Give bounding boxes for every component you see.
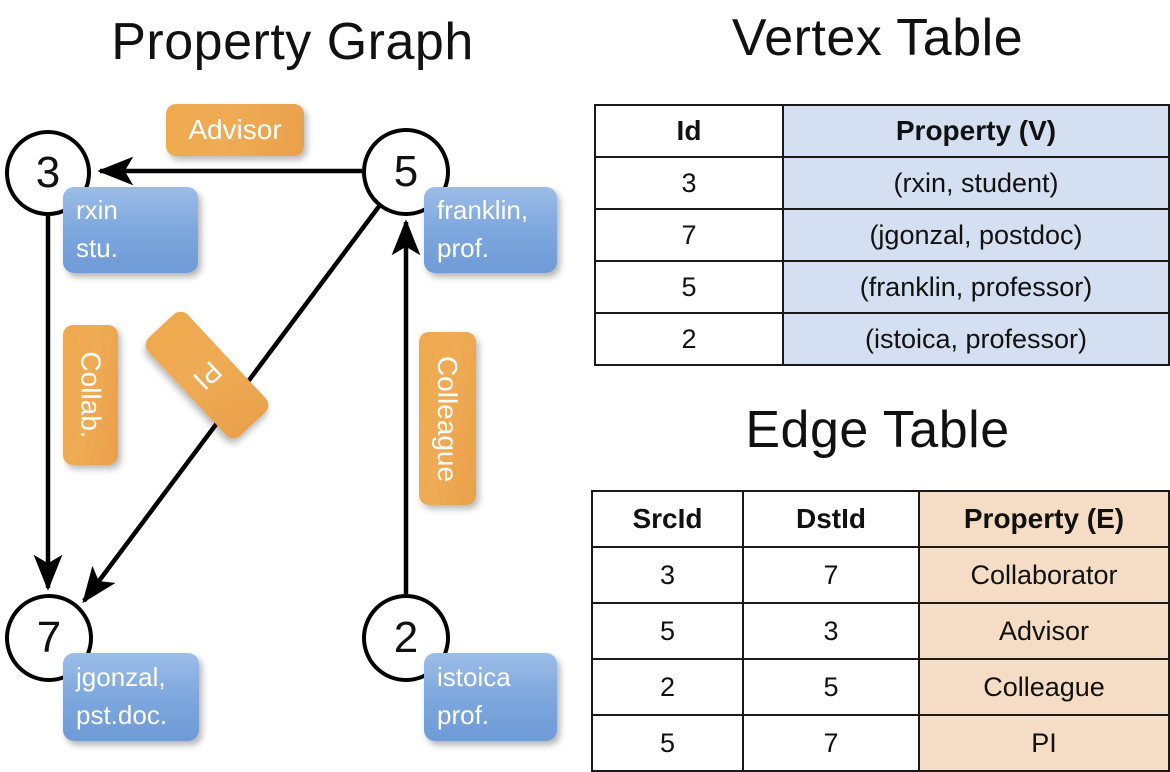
edge-table-header-property: Property (E) <box>918 490 1170 548</box>
edge-table-cell-property: Advisor <box>918 602 1170 660</box>
graph-edge-label-advisor: Advisor <box>166 104 304 156</box>
graph-node-7-property-line2: pst.doc. <box>76 700 168 730</box>
edge-table: SrcId DstId Property (E) 3 7 Collaborato… <box>591 490 1170 772</box>
property-graph-diagram: 3 5 7 2 rxin stu. franklin, prof. jgonza… <box>0 0 585 760</box>
edge-table-header-dstid: DstId <box>742 490 920 548</box>
edge-table-cell-dstid: 7 <box>742 714 920 772</box>
graph-node-2-label: 2 <box>393 613 419 662</box>
vertex-table-cell-id: 5 <box>594 260 784 314</box>
graph-node-5[interactable]: 5 <box>362 128 450 216</box>
edge-table-cell-srcid: 5 <box>591 602 744 660</box>
graph-node-3-property-line1: rxin <box>76 195 118 226</box>
vertex-table-cell-id: 7 <box>594 208 784 262</box>
edge-table-cell-dstid: 5 <box>742 658 920 716</box>
edge-table-header-srcid: SrcId <box>591 490 744 548</box>
graph-node-5-property-line1: franklin, <box>437 195 529 226</box>
graph-edge-label-collab: Collab. <box>63 325 118 465</box>
page-title-property-graph: Property Graph <box>111 13 474 71</box>
page-title-vertex-table: Vertex Table <box>731 9 1024 67</box>
graph-node-3-property-line2: stu. <box>76 233 118 263</box>
edge-table-cell-srcid: 3 <box>591 546 744 604</box>
vertex-table: Id Property (V) 3 (rxin, student) 7 (jgo… <box>594 104 1170 366</box>
graph-node-5-label: 5 <box>393 147 419 196</box>
edge-table-cell-srcid: 2 <box>591 658 744 716</box>
edge-table-cell-dstid: 3 <box>742 602 920 660</box>
vertex-table-header-property: Property (V) <box>782 104 1170 158</box>
graph-edge-label-pi-text: PI <box>187 355 228 396</box>
graph-node-5-property-box: franklin, prof. <box>424 187 557 273</box>
graph-node-5-property-line2: prof. <box>437 233 490 263</box>
graph-node-2-property-line1: istoica <box>437 662 511 693</box>
edge-table-cell-property: PI <box>918 714 1170 772</box>
table-row: 5 (franklin, professor) <box>594 260 1170 314</box>
edge-table-cell-property: Colleague <box>918 658 1170 716</box>
graph-node-2-property-line2: prof. <box>437 700 490 730</box>
graph-node-2-property-box: istoica prof. <box>424 653 557 741</box>
vertex-table-cell-property: (jgonzal, postdoc) <box>782 208 1170 262</box>
graph-edge-label-collab-text: Collab. <box>75 351 107 439</box>
graph-edge-label-advisor-text: Advisor <box>188 114 282 145</box>
edge-table-cell-property: Collaborator <box>918 546 1170 604</box>
vertex-table-cell-property: (istoica, professor) <box>782 312 1170 366</box>
table-row: 7 (jgonzal, postdoc) <box>594 208 1170 262</box>
vertex-table-header-id: Id <box>594 104 784 158</box>
graph-edge-label-colleague-text: Colleague <box>432 355 464 482</box>
graph-edge-label-colleague: Colleague <box>419 332 476 505</box>
edge-table-cell-srcid: 5 <box>591 714 744 772</box>
table-row: 3 7 Collaborator <box>591 546 1170 604</box>
vertex-table-cell-id: 3 <box>594 156 784 210</box>
vertex-table-cell-id: 2 <box>594 312 784 366</box>
table-row: 5 7 PI <box>591 714 1170 772</box>
vertex-table-cell-property: (rxin, student) <box>782 156 1170 210</box>
table-row: 2 (istoica, professor) <box>594 312 1170 366</box>
vertex-table-cell-property: (franklin, professor) <box>782 260 1170 314</box>
table-row: 5 3 Advisor <box>591 602 1170 660</box>
graph-node-3-property-box: rxin stu. <box>63 187 198 273</box>
vertex-table-header-row: Id Property (V) <box>594 104 1170 158</box>
graph-node-7-label: 7 <box>36 613 62 662</box>
graph-node-7-property-box: jgonzal, pst.doc. <box>63 653 199 741</box>
table-row: 3 (rxin, student) <box>594 156 1170 210</box>
edge-table-header-row: SrcId DstId Property (E) <box>591 490 1170 548</box>
table-row: 2 5 Colleague <box>591 658 1170 716</box>
graph-node-2[interactable]: 2 <box>362 594 450 682</box>
graph-node-7-property-line1: jgonzal, <box>76 662 166 693</box>
page-title-edge-table: Edge Table <box>745 401 1010 459</box>
graph-node-3-label: 3 <box>35 148 61 197</box>
edge-table-cell-dstid: 7 <box>742 546 920 604</box>
